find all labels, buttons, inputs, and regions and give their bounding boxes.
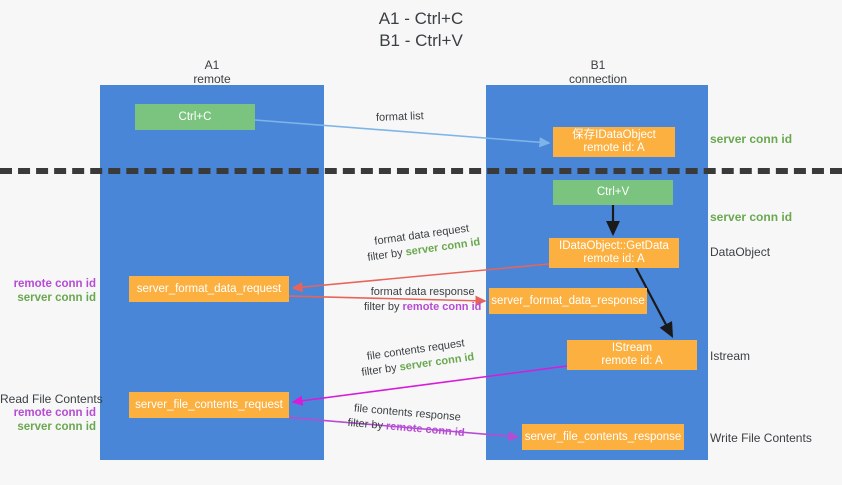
lane-b1-role: connection <box>568 72 628 86</box>
edge-file-contents-request <box>291 365 568 406</box>
filter-prefix: filter by <box>360 361 401 379</box>
note-read-file-contents: Read File Contents <box>0 392 103 406</box>
edge-label-format-data-response: format data response filter by remote co… <box>364 285 481 315</box>
filter-prefix: filter by <box>366 246 407 264</box>
edge-format-list <box>254 119 551 148</box>
node-server-file-contents-request[interactable]: server_file_contents_request <box>129 392 289 418</box>
node-getdata[interactable]: IDataObject::GetData remote id: A <box>549 238 679 268</box>
node-ctrl-v-label: Ctrl+V <box>596 186 630 198</box>
phase-divider <box>0 168 842 174</box>
node-server-file-contents-request-label: server_file_contents_request <box>135 398 283 411</box>
node-server-file-contents-response[interactable]: server_file_contents_response <box>522 424 684 450</box>
node-server-format-data-response-label: server_format_data_response <box>491 294 645 307</box>
lane-b1-name: B1 <box>590 58 606 72</box>
title-line-2: B1 - Ctrl+V <box>379 31 463 50</box>
edge-label-format-list-main: format list <box>375 110 424 124</box>
node-ctrl-c-label: Ctrl+C <box>178 110 212 123</box>
filter-key-remote-conn-id: remote conn id <box>402 301 482 313</box>
lane-header-b1: B1 connection <box>518 58 678 86</box>
node-ctrl-c[interactable]: Ctrl+C <box>135 104 255 130</box>
node-server-format-data-request[interactable]: server_format_data_request <box>129 276 289 302</box>
node-server-file-contents-response-label: server_file_contents_response <box>524 430 682 443</box>
note-dataobject: DataObject <box>710 245 771 259</box>
node-istream[interactable]: IStream remote id: A <box>567 340 697 370</box>
note-remote-conn-id-1: remote conn id <box>13 278 96 290</box>
filter-prefix: filter by <box>347 416 387 433</box>
node-idataobject-title: 保存IDataObject <box>572 129 656 141</box>
note-conn-ids-upper: remote conn id server conn id <box>0 277 96 305</box>
edge-getdata-istream <box>635 267 674 338</box>
note-server-conn-id-1: server conn id <box>17 292 96 304</box>
note-server-conn-id-2: server conn id <box>17 421 96 433</box>
page-title: A1 - Ctrl+C B1 - Ctrl+V <box>281 8 561 52</box>
node-idataobject[interactable]: 保存IDataObject remote id: A <box>553 127 675 157</box>
lane-a1-name: A1 <box>204 58 220 72</box>
node-server-format-data-response[interactable]: server_format_data_response <box>489 288 647 314</box>
node-ctrl-v[interactable]: Ctrl+V <box>553 180 673 205</box>
node-idataobject-remote-id: remote id: A <box>583 142 645 154</box>
node-server-format-data-request-label: server_format_data_request <box>136 282 282 295</box>
node-getdata-title: IDataObject::GetData <box>559 240 669 252</box>
note-server-conn-id-mid: server conn id <box>710 210 793 224</box>
lane-header-a1: A1 remote <box>132 58 292 86</box>
note-write-file-contents: Write File Contents <box>710 431 812 445</box>
node-istream-remote-id: remote id: A <box>601 355 663 367</box>
note-conn-ids-lower: Read File Contents remote conn id server… <box>0 392 103 434</box>
note-server-conn-id-top: server conn id <box>710 132 793 146</box>
node-getdata-remote-id: remote id: A <box>583 253 645 265</box>
note-istream: Istream <box>710 349 751 363</box>
edge-label-format-data-response-filter: filter by remote conn id <box>364 300 481 315</box>
node-istream-title: IStream <box>611 342 653 354</box>
title-line-1: A1 - Ctrl+C <box>378 9 464 28</box>
lane-a1-role: remote <box>193 72 231 86</box>
edge-format-data-request <box>291 263 550 293</box>
edge-label-format-list: format list <box>376 109 424 126</box>
edge-label-format-data-response-main: format data response <box>370 286 475 298</box>
note-remote-conn-id-2: remote conn id <box>13 407 96 419</box>
filter-prefix: filter by <box>364 301 403 313</box>
